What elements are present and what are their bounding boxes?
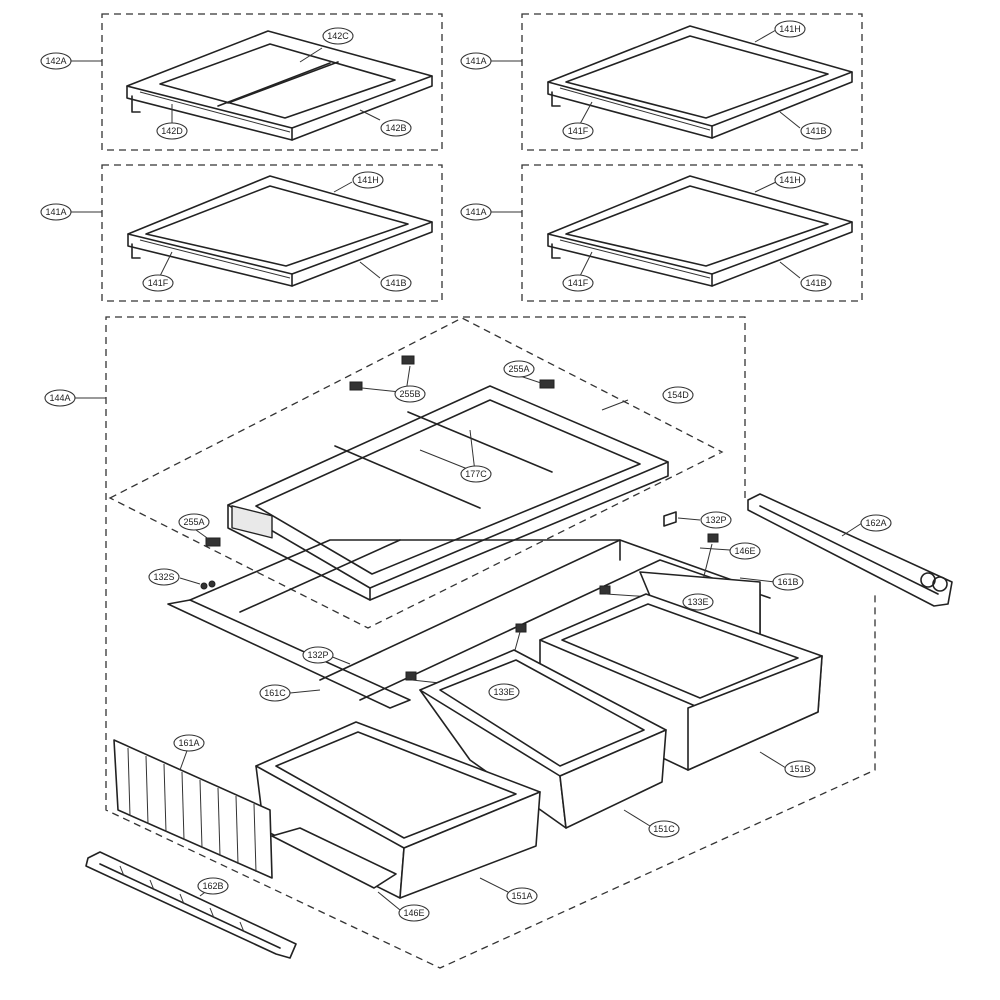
callout-255A-1: 255A: [503, 360, 535, 378]
callout-141F-1: 141F: [562, 122, 594, 140]
callout-146E-1: 146E: [729, 542, 761, 560]
callout-141B-2: 141B: [380, 274, 412, 292]
callout-142D: 142D: [156, 122, 188, 140]
callout-132P-1: 132P: [700, 511, 732, 529]
callout-133E-2: 133E: [488, 683, 520, 701]
svg-text:141H: 141H: [779, 24, 801, 34]
svg-text:255B: 255B: [399, 389, 420, 399]
svg-text:142D: 142D: [161, 126, 183, 136]
svg-text:141B: 141B: [805, 278, 826, 288]
svg-text:177C: 177C: [465, 469, 487, 479]
shelf-box-142A: [70, 13, 443, 151]
callout-133E-1: 133E: [682, 593, 714, 611]
svg-text:132P: 132P: [705, 515, 726, 525]
svg-text:133E: 133E: [493, 687, 514, 697]
callout-151C: 151C: [648, 820, 680, 838]
svg-text:141A: 141A: [465, 56, 486, 66]
callout-141A-3: 141A: [460, 203, 492, 221]
svg-text:142A: 142A: [45, 56, 66, 66]
svg-text:141F: 141F: [148, 278, 169, 288]
svg-text:144A: 144A: [49, 393, 70, 403]
callout-141F-3: 141F: [562, 274, 594, 292]
svg-text:162A: 162A: [865, 518, 886, 528]
svg-text:255A: 255A: [508, 364, 529, 374]
svg-text:141H: 141H: [357, 175, 379, 185]
callout-161B: 161B: [772, 573, 804, 591]
svg-text:146E: 146E: [403, 908, 424, 918]
svg-text:141H: 141H: [779, 175, 801, 185]
shelf-box-141A-1: [490, 13, 863, 151]
rail-162A: [747, 493, 953, 607]
callout-132S: 132S: [148, 568, 180, 586]
shelf-box-141A-3: [490, 164, 863, 302]
svg-text:141F: 141F: [568, 278, 589, 288]
callout-141A-1: 141A: [460, 52, 492, 70]
svg-text:151C: 151C: [653, 824, 675, 834]
callout-255A-2: 255A: [178, 513, 210, 531]
callout-141H-1: 141H: [774, 20, 806, 38]
svg-text:133E: 133E: [687, 597, 708, 607]
svg-text:132S: 132S: [153, 572, 174, 582]
svg-text:142C: 142C: [327, 31, 349, 41]
callout-177C: 177C: [460, 465, 492, 483]
svg-text:142B: 142B: [385, 123, 406, 133]
callout-141H-2: 141H: [352, 171, 384, 189]
callout-132P-2: 132P: [302, 646, 334, 664]
svg-text:162B: 162B: [202, 881, 223, 891]
svg-text:255A: 255A: [183, 517, 204, 527]
svg-text:141A: 141A: [465, 207, 486, 217]
callout-141H-3: 141H: [774, 171, 806, 189]
svg-text:146E: 146E: [734, 546, 755, 556]
callout-141A-2: 141A: [40, 203, 72, 221]
callout-154D: 154D: [662, 386, 694, 404]
svg-text:161B: 161B: [777, 577, 798, 587]
svg-text:141B: 141B: [385, 278, 406, 288]
shelf-box-141A-2: [70, 164, 443, 302]
callout-144A: 144A: [44, 389, 76, 407]
svg-text:151A: 151A: [511, 891, 532, 901]
svg-text:161A: 161A: [178, 738, 199, 748]
svg-text:161C: 161C: [264, 688, 286, 698]
callout-141F-2: 141F: [142, 274, 174, 292]
callout-162A: 162A: [860, 514, 892, 532]
callout-142B: 142B: [380, 119, 412, 137]
svg-text:151B: 151B: [789, 764, 810, 774]
callout-151A: 151A: [506, 887, 538, 905]
callout-142C: 142C: [322, 27, 354, 45]
callout-146E-2: 146E: [398, 904, 430, 922]
crisper-assembly-144A: [74, 316, 876, 969]
callout-161A: 161A: [173, 734, 205, 752]
callout-255B: 255B: [394, 385, 426, 403]
svg-text:154D: 154D: [667, 390, 689, 400]
svg-text:132P: 132P: [307, 650, 328, 660]
callout-162B: 162B: [197, 877, 229, 895]
svg-text:141A: 141A: [45, 207, 66, 217]
callout-141B-1: 141B: [800, 122, 832, 140]
callout-142A: 142A: [40, 52, 72, 70]
svg-text:141F: 141F: [568, 126, 589, 136]
svg-text:141B: 141B: [805, 126, 826, 136]
callout-161C: 161C: [259, 684, 291, 702]
callout-141B-3: 141B: [800, 274, 832, 292]
callout-151B: 151B: [784, 760, 816, 778]
